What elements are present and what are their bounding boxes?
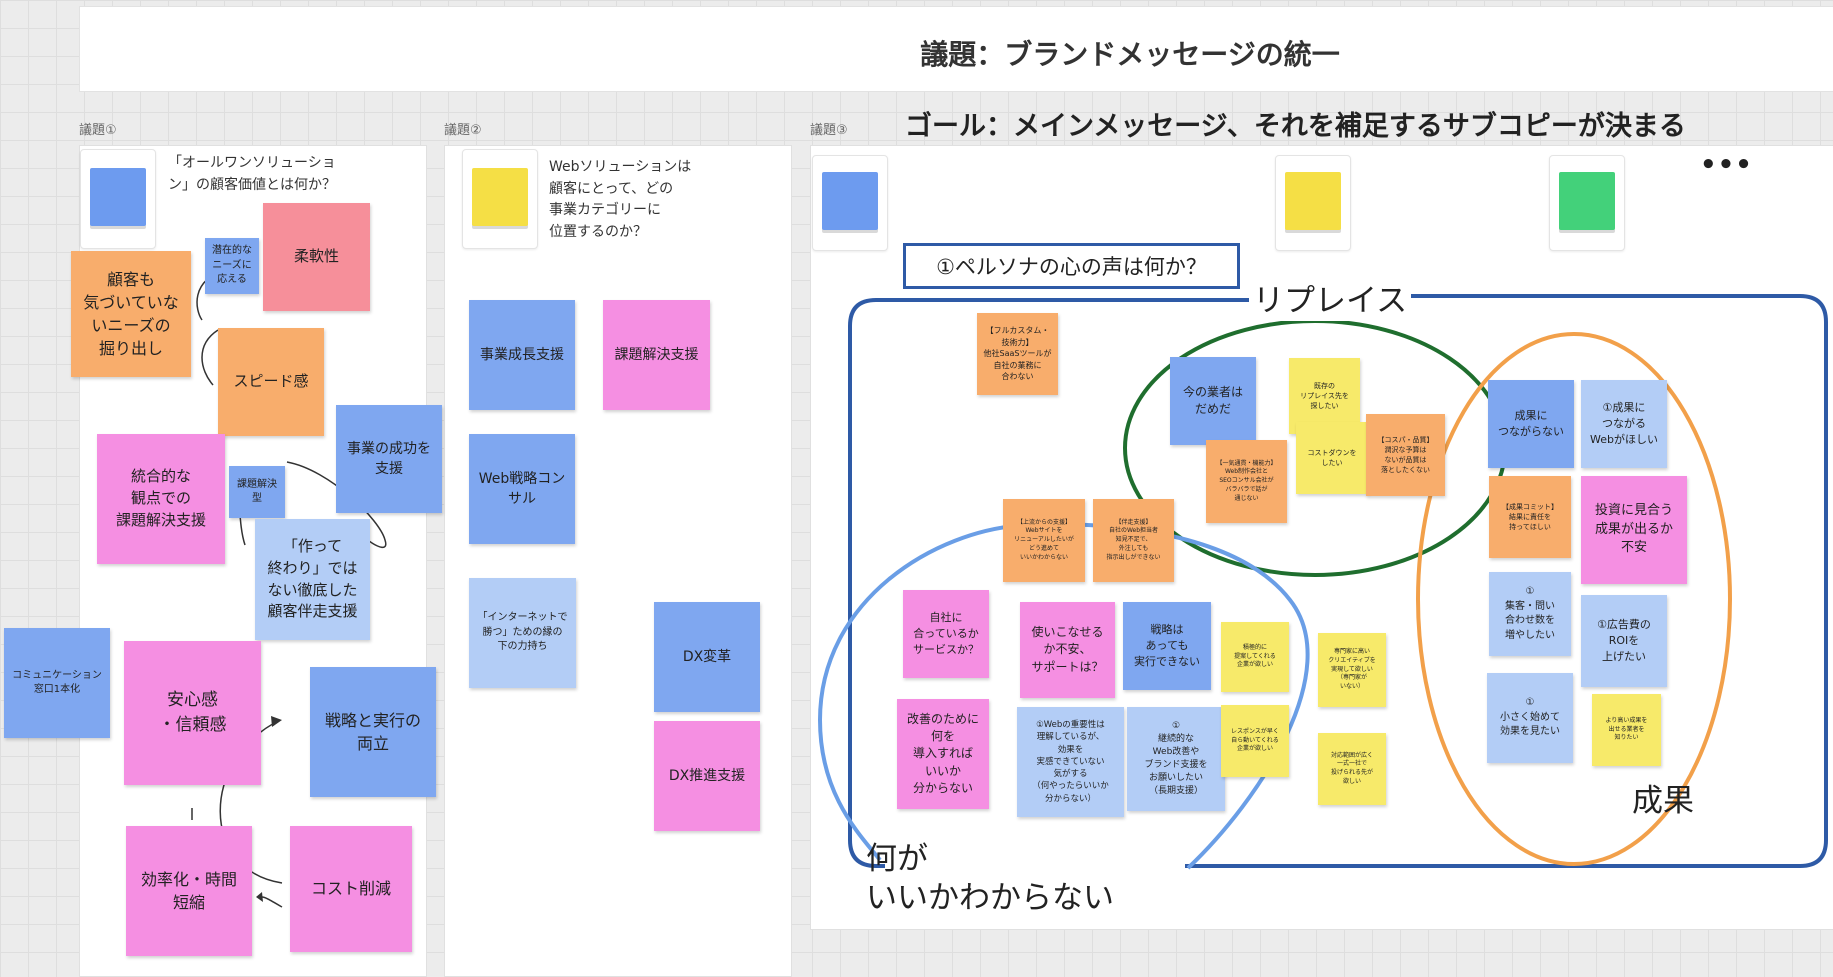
sticky-note[interactable]: より高い成果を 出せる業者を 知りたい [1592, 694, 1661, 766]
sticky-note[interactable]: 成果に つながらない [1488, 380, 1574, 468]
note-chip-green [1559, 172, 1615, 230]
sticky-note[interactable]: ①成果に つながる Webがほしい [1581, 380, 1667, 468]
sticky-note[interactable]: 事業成長支援 [469, 300, 575, 410]
sticky-note[interactable]: 使いこなせる か不安、 サポートは？ [1020, 602, 1115, 698]
sticky-note[interactable]: DX推進支援 [654, 721, 760, 831]
sticky-note[interactable]: 【一気通貫・機能力】 Web制作会社と SEOコンサル会社が バラバラで話が 通… [1206, 440, 1287, 523]
sticky-note[interactable]: コスト削減 [290, 826, 412, 952]
sticky-note[interactable]: コミュニケーション 窓口1本化 [4, 628, 110, 738]
sticky-note[interactable]: 対応範囲が広く 一式一社で 投げられる先が 欲しい [1318, 733, 1386, 805]
sticky-note[interactable]: コストダウンを したい [1296, 422, 1368, 494]
sticky-note[interactable]: 柔軟性 [263, 203, 370, 311]
section-1-label[interactable]: 議題① [79, 123, 117, 138]
sticky-note[interactable]: DX変革 [654, 602, 760, 712]
board-title-bar: 議題：ブランドメッセージの統一 日付 [79, 6, 1833, 92]
sticky-note[interactable]: ① 集客・問い 合わせ数を 増やしたい [1489, 572, 1571, 656]
persona-question[interactable]: ①ペルソナの心の声は何か？ [903, 243, 1240, 289]
sticky-note[interactable]: 効率化・時間 短縮 [126, 826, 252, 956]
group-label-result[interactable]: 成果 [1632, 783, 1694, 819]
sticky-note[interactable]: 戦略は あっても 実行できない [1123, 602, 1211, 690]
sticky-note[interactable]: スピード感 [218, 328, 324, 436]
note-chip-blue [822, 172, 878, 230]
sticky-note[interactable]: 自社に 合っているか サービスか？ [903, 590, 989, 678]
topic-card-2-text: Webソリューションは 顧客にとって、どの 事業カテゴリーに 位置するのか？ [549, 159, 692, 241]
section-2-label[interactable]: 議題② [444, 123, 482, 138]
sticky-note[interactable]: 戦略と実行の 両立 [310, 667, 436, 797]
note-chip-yellow [1285, 172, 1341, 230]
sticky-note[interactable]: 今の業者は だめだ [1170, 357, 1256, 445]
group-label-replace[interactable]: リプレイス [1249, 282, 1412, 321]
sticky-note[interactable]: 【コスパ・品質】 潤沢な予算は ないが品質は 落としたくない [1366, 414, 1445, 496]
sticky-note[interactable]: 事業の成功を 支援 [336, 405, 442, 513]
note-chip-yellow [472, 168, 528, 226]
note-chip-blue [90, 168, 146, 226]
sticky-note[interactable]: ①広告費の ROIを 上げたい [1581, 595, 1667, 687]
sticky-note[interactable]: 【フルカスタム・ 技術力】 他社SaaSツールが 自社の業務に 合わない [977, 313, 1058, 395]
sticky-note[interactable]: 既存の リプレイス先を 探したい [1289, 358, 1360, 434]
topic-card-2[interactable] [462, 149, 538, 249]
goal-text[interactable]: ゴール：メインメッセージ、それを補足するサブコピーが決まる [905, 111, 1686, 142]
sticky-note[interactable]: 課題解決支援 [603, 300, 710, 410]
more-options-icon[interactable]: ••• [1700, 150, 1753, 180]
sticky-note[interactable]: 【伴走支援】 自社のWeb担当者 知見不足で、 外注しても 指示出しができない [1093, 499, 1174, 582]
sticky-note[interactable]: ① 継続的な Web改善や ブランド支援を お願いしたい （長期支援） [1127, 707, 1225, 811]
sticky-note[interactable]: ① 小さく始めて 効果を見たい [1487, 673, 1573, 763]
topic-card-3-green[interactable] [1549, 155, 1625, 251]
sticky-note[interactable]: 専門家に高い クリエイティブを 実現して欲しい （専門家が いない） [1318, 633, 1386, 707]
group-label-unknown[interactable]: 何が いいかわからない [866, 841, 1114, 916]
sticky-note[interactable]: 「作って 終わり」では ない徹底した 顧客伴走支援 [255, 519, 370, 640]
topic-card-1[interactable] [80, 149, 156, 249]
sticky-note[interactable]: 投資に見合う 成果が出るか 不安 [1581, 476, 1687, 584]
sticky-note[interactable]: 統合的な 観点での 課題解決支援 [97, 434, 225, 564]
sticky-note[interactable]: Web戦略コン サル [469, 434, 575, 544]
sticky-note[interactable]: 顧客も 気づいていな いニーズの 掘り出し [71, 251, 191, 377]
sticky-note[interactable]: 【上流からの支援】 Webサイトを リニューアルしたいが どう進めて いいかわか… [1003, 499, 1085, 582]
sticky-note[interactable]: 課題解決型 [229, 466, 285, 518]
sticky-note[interactable]: 改善のために 何を 導入すれば いいか 分からない [897, 699, 989, 809]
sticky-note[interactable]: 安心感 ・信頼感 [124, 641, 261, 785]
section-2-frame[interactable] [444, 145, 792, 977]
sticky-note[interactable]: 「インターネットで 勝つ」ための縁の 下の力持ち [469, 578, 576, 688]
sticky-note[interactable]: ①Webの重要性は 理解しているが、 効果を 実感できていない 気がする （何や… [1017, 707, 1124, 817]
sticky-note[interactable]: 積極的に 提案してくれる 企業が欲しい [1221, 622, 1289, 692]
topic-card-3-yellow[interactable] [1275, 155, 1351, 251]
sticky-note[interactable]: 【成果コミット】 結果に責任を 持ってほしい [1489, 476, 1571, 558]
sticky-note[interactable]: レスポンスが早く 自ら動いてくれる 企業が欲しい [1221, 705, 1289, 777]
topic-card-1-text: 「オールワンソリューション」の顧客価値とは何か？ [168, 155, 336, 193]
section-3-label[interactable]: 議題③ [810, 123, 848, 138]
board-title[interactable]: 議題：ブランドメッセージの統一 [920, 38, 1340, 71]
sticky-note[interactable]: 潜在的な ニーズに 応える [205, 238, 259, 294]
topic-card-3-blue[interactable] [812, 155, 888, 251]
